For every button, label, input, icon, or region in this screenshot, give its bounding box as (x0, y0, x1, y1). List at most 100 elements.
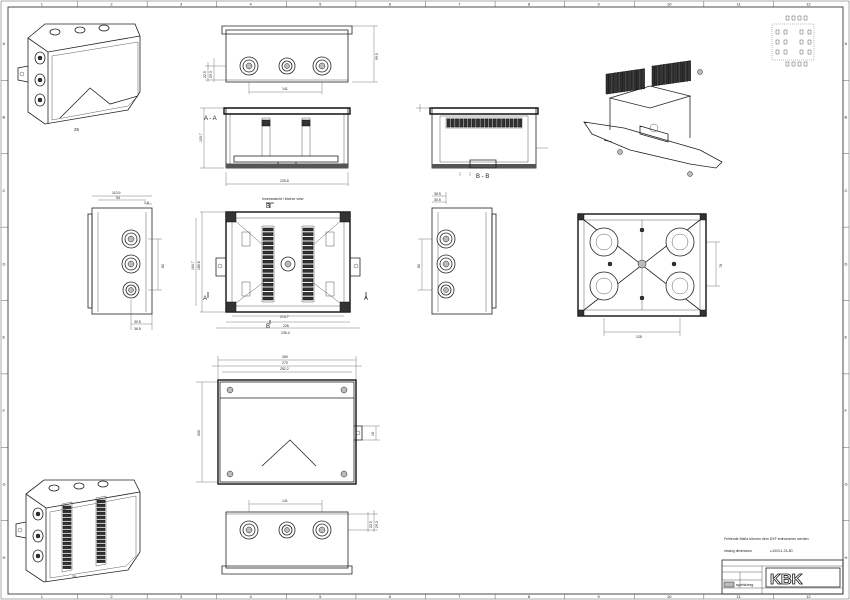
terminal-block (302, 287, 314, 292)
frame-row-label-right: G (845, 481, 848, 486)
frame-col-label-top: 1 (41, 2, 44, 7)
terminal-block (96, 499, 106, 503)
terminal-block (450, 118, 455, 128)
front-view-top (205, 25, 378, 94)
frame-col-label-bottom: 9 (597, 594, 600, 599)
dim-bottom-view-width: 125 (636, 335, 642, 339)
terminal-block (509, 118, 514, 128)
terminal-block (262, 241, 274, 246)
terminal-block (628, 70, 631, 92)
terminal-block (302, 227, 314, 232)
terminal-block (651, 65, 655, 87)
terminal-block (463, 118, 468, 128)
dim-bottom-view-height: 78 (719, 264, 723, 268)
dim-side-bottom-b: 36.5 (134, 327, 141, 331)
terminal-block (685, 60, 689, 82)
frame-col-label-top: 8 (528, 2, 531, 7)
dim-plan-height-b: 164.7 (191, 261, 195, 270)
terminal-block (459, 118, 464, 128)
dim-lid-side: 16 (371, 432, 375, 436)
terminal-block (96, 511, 106, 515)
din-rail (261, 225, 275, 303)
terminal-block (671, 62, 675, 84)
scheme-terminal (791, 15, 796, 21)
terminal-block (62, 541, 72, 545)
terminal-block (488, 118, 493, 128)
dim-right-side-top-b: 30.5 (434, 198, 441, 202)
terminal-block (62, 537, 72, 541)
frame-col-label-top: 5 (319, 2, 322, 7)
terminal-block (480, 118, 485, 128)
dim-section-height: 103.7 (199, 133, 203, 142)
din-rail (301, 225, 315, 303)
scheme-terminal (783, 39, 788, 45)
scheme-terminal (797, 61, 802, 67)
terminal-block (676, 62, 680, 83)
dim-plan-width-b: 226 (283, 324, 289, 328)
terminal-block (262, 250, 274, 255)
terminal-block (467, 118, 472, 128)
frame-row-label-left: B (3, 115, 6, 120)
dim-lid-width-a: 260 (282, 355, 288, 359)
terminal-block (302, 269, 314, 273)
terminal-block (62, 505, 72, 509)
terminal-block (262, 236, 274, 241)
frame-col-label-bottom: 5 (319, 594, 322, 599)
interior-view-title: Innenansicht / interior view (262, 197, 304, 201)
terminal-block (96, 531, 106, 535)
scheme-terminal (807, 29, 812, 35)
right-side-view (418, 192, 497, 315)
frame-col-label-top: 12 (806, 2, 811, 7)
terminal-block (455, 118, 459, 128)
terminal-block (302, 292, 314, 296)
terminal-block (262, 278, 274, 282)
frame-col-label-top: 4 (250, 2, 253, 7)
terminal-block (96, 535, 106, 539)
scheme-terminal (799, 49, 804, 55)
terminal-block (682, 61, 686, 82)
frame-col-label-top: 3 (180, 2, 183, 7)
terminal-block (614, 72, 617, 94)
frame-col-label-top: 6 (389, 2, 392, 7)
terminal-block (262, 246, 274, 250)
terminal-block (96, 551, 106, 555)
cable-clamp (325, 281, 335, 297)
terminal-block (668, 63, 672, 84)
terminal-block (262, 292, 274, 296)
terminal-block (262, 273, 274, 278)
scheme-terminal (785, 61, 790, 67)
terminal-block (262, 259, 274, 264)
din-rail (61, 501, 73, 573)
terminal-block (96, 507, 106, 511)
terminal-block (518, 118, 522, 128)
dim-right-side-top-a: 36.5 (434, 192, 441, 196)
frame-col-label-bottom: 1 (41, 594, 44, 599)
cut-marker-a-left: A (203, 296, 207, 302)
scheme-terminal (783, 29, 788, 35)
cut-marker-b-bottom: B (266, 324, 270, 330)
dim-front-height: 99.5 (375, 53, 379, 60)
frame-col-label-top: 11 (737, 2, 742, 7)
din-rail (95, 495, 107, 567)
dim-plan-width-c: 239.4 (281, 331, 290, 335)
dim-side-top-a: 110.9 (112, 191, 121, 195)
frame-col-label-bottom: 4 (250, 594, 253, 599)
terminal-block (96, 523, 106, 527)
frame-row-label-right: E (845, 335, 848, 340)
frame-col-label-top: 9 (597, 2, 600, 7)
frame-row-label-left: C (3, 188, 6, 193)
scheme-terminal (803, 61, 808, 67)
frame-col-label-bottom: 10 (667, 594, 672, 599)
terminal-block (605, 73, 609, 95)
dim-front-side-a: 22.5 (203, 71, 207, 78)
cable-clamp (241, 231, 251, 247)
terminal-block (96, 519, 106, 523)
terminal-block (302, 236, 314, 241)
scheme-terminal (791, 61, 796, 67)
cable-clamp (241, 281, 251, 297)
terminal-block (476, 118, 480, 128)
terminal-block (642, 68, 645, 90)
frame-row-label-right: F (845, 408, 848, 413)
